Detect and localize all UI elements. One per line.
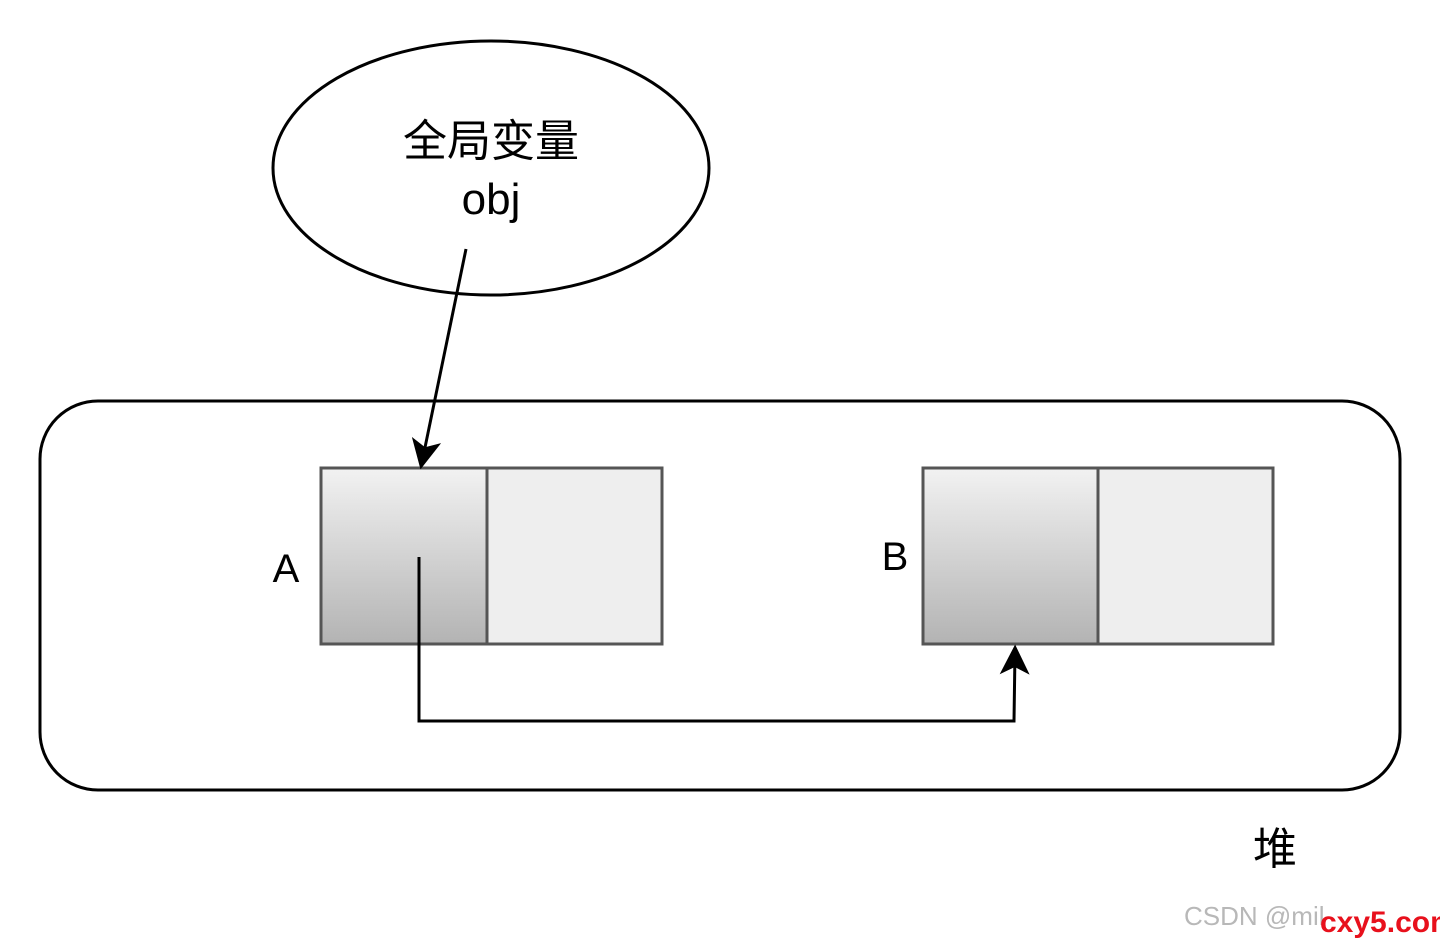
site-watermark: cxy5.com [1320, 906, 1440, 939]
object-b-right-cell [1096, 466, 1275, 646]
object-a-label: A [273, 547, 300, 591]
global-variable-name: obj [462, 175, 521, 224]
object-a-left-cell [319, 466, 489, 646]
object-b [921, 466, 1275, 646]
object-b-label: B [882, 535, 909, 579]
heap-label: 堆 [1253, 825, 1297, 874]
csdn-watermark: CSDN @mil [1184, 901, 1325, 931]
arrow-obj-to-a [411, 248, 468, 470]
global-variable-ellipse [271, 39, 711, 297]
object-b-left-cell [921, 466, 1100, 646]
object-a-right-cell [485, 466, 664, 646]
object-a [319, 466, 664, 646]
global-variable-label: 全局变量 [403, 117, 579, 166]
arrow-a-to-b [417, 557, 1030, 723]
